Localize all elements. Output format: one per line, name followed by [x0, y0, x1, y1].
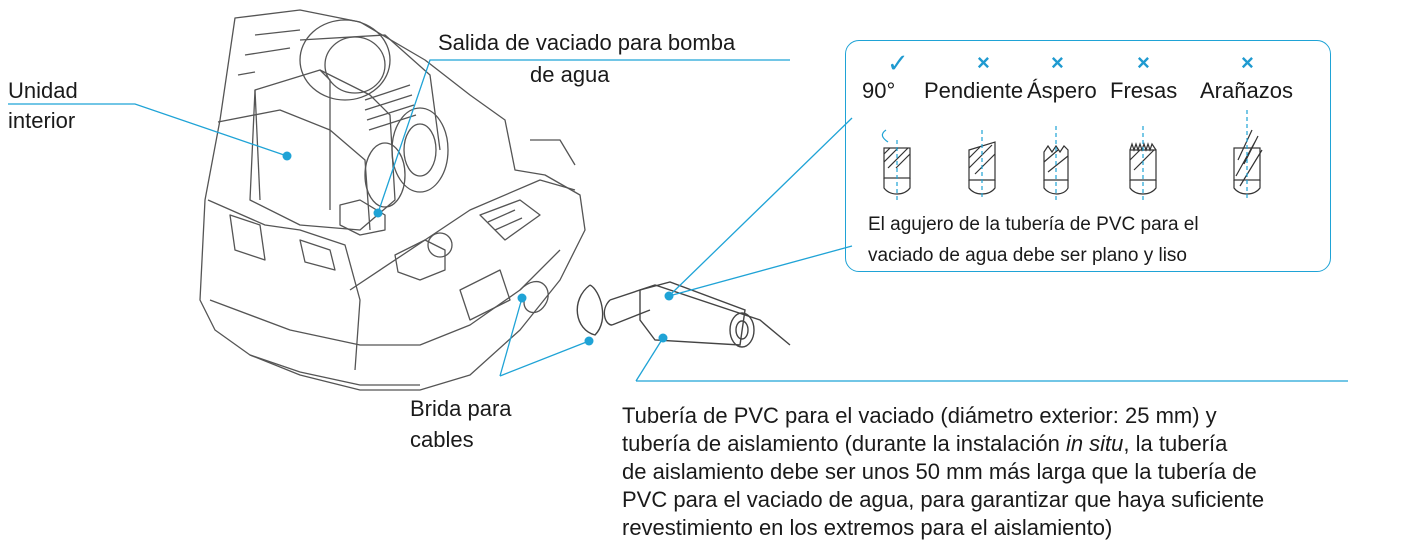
label-90-degrees: 90° — [862, 78, 896, 103]
pipe-icon-scratches — [1233, 110, 1263, 200]
drain-outlet-label: Salida de vaciado para bomba de agua — [438, 29, 735, 89]
callout-note: El agujero de la tubería de PVC para el … — [868, 212, 1199, 268]
cable-tie-label-line2: cables — [410, 427, 474, 452]
callout-note-line2: vaciado de agua debe ser plano y liso — [868, 245, 1188, 266]
pipe-cut-callout — [845, 40, 1331, 272]
pvc-pipe-label-line3: de aislamiento debe ser unos 50 mm más l… — [622, 459, 1257, 484]
pipe-icon-slope — [968, 130, 996, 200]
cable-tie-label: Brida para cables — [410, 395, 512, 454]
cross-mark-icon: × — [1137, 50, 1150, 75]
label-rough: Áspero — [1027, 78, 1097, 103]
drain-outlet-label-line2: de agua — [530, 62, 610, 87]
callout-lines — [8, 59, 1348, 382]
pipe-end-icons — [881, 110, 1263, 200]
check-mark-icon: ✓ — [887, 48, 909, 78]
indoor-unit-label-line1: Unidad — [8, 78, 78, 103]
label-slope: Pendiente — [924, 78, 1024, 103]
callout-dots — [282, 151, 674, 346]
pipe-icon-rough — [1043, 126, 1069, 200]
pipe-icon-burrs — [1129, 126, 1157, 200]
indoor-unit-drawing — [199, 9, 586, 391]
cable-tie-label-line1: Brida para — [410, 396, 512, 421]
callout-note-line1: El agujero de la tubería de PVC para el — [868, 214, 1199, 235]
indoor-unit-label: Unidad interior — [8, 77, 78, 135]
pvc-pipe-label-line5: revestimiento en los extremos para el ai… — [622, 515, 1113, 540]
pvc-pipe-label-line2: tubería de aislamiento (durante la insta… — [622, 431, 1228, 456]
drain-outlet-label-line1: Salida de vaciado para bomba — [438, 30, 736, 55]
cross-mark-icon: × — [977, 50, 990, 75]
pvc-pipe-label-line4: PVC para el vaciado de agua, para garant… — [622, 487, 1265, 512]
indoor-unit-label-line2: interior — [8, 108, 76, 133]
cross-mark-icon: × — [1241, 50, 1254, 75]
cross-mark-icon: × — [1051, 50, 1064, 75]
pvc-pipe-label-line1: Tubería de PVC para el vaciado (diámetro… — [622, 403, 1217, 428]
label-scratches: Arañazos — [1200, 78, 1293, 103]
pvc-pipe-drawing — [576, 281, 791, 348]
label-burrs: Fresas — [1110, 78, 1178, 103]
pvc-pipe-label: Tubería de PVC para el vaciado (diámetro… — [622, 402, 1382, 542]
pipe-icon-90 — [881, 129, 911, 200]
